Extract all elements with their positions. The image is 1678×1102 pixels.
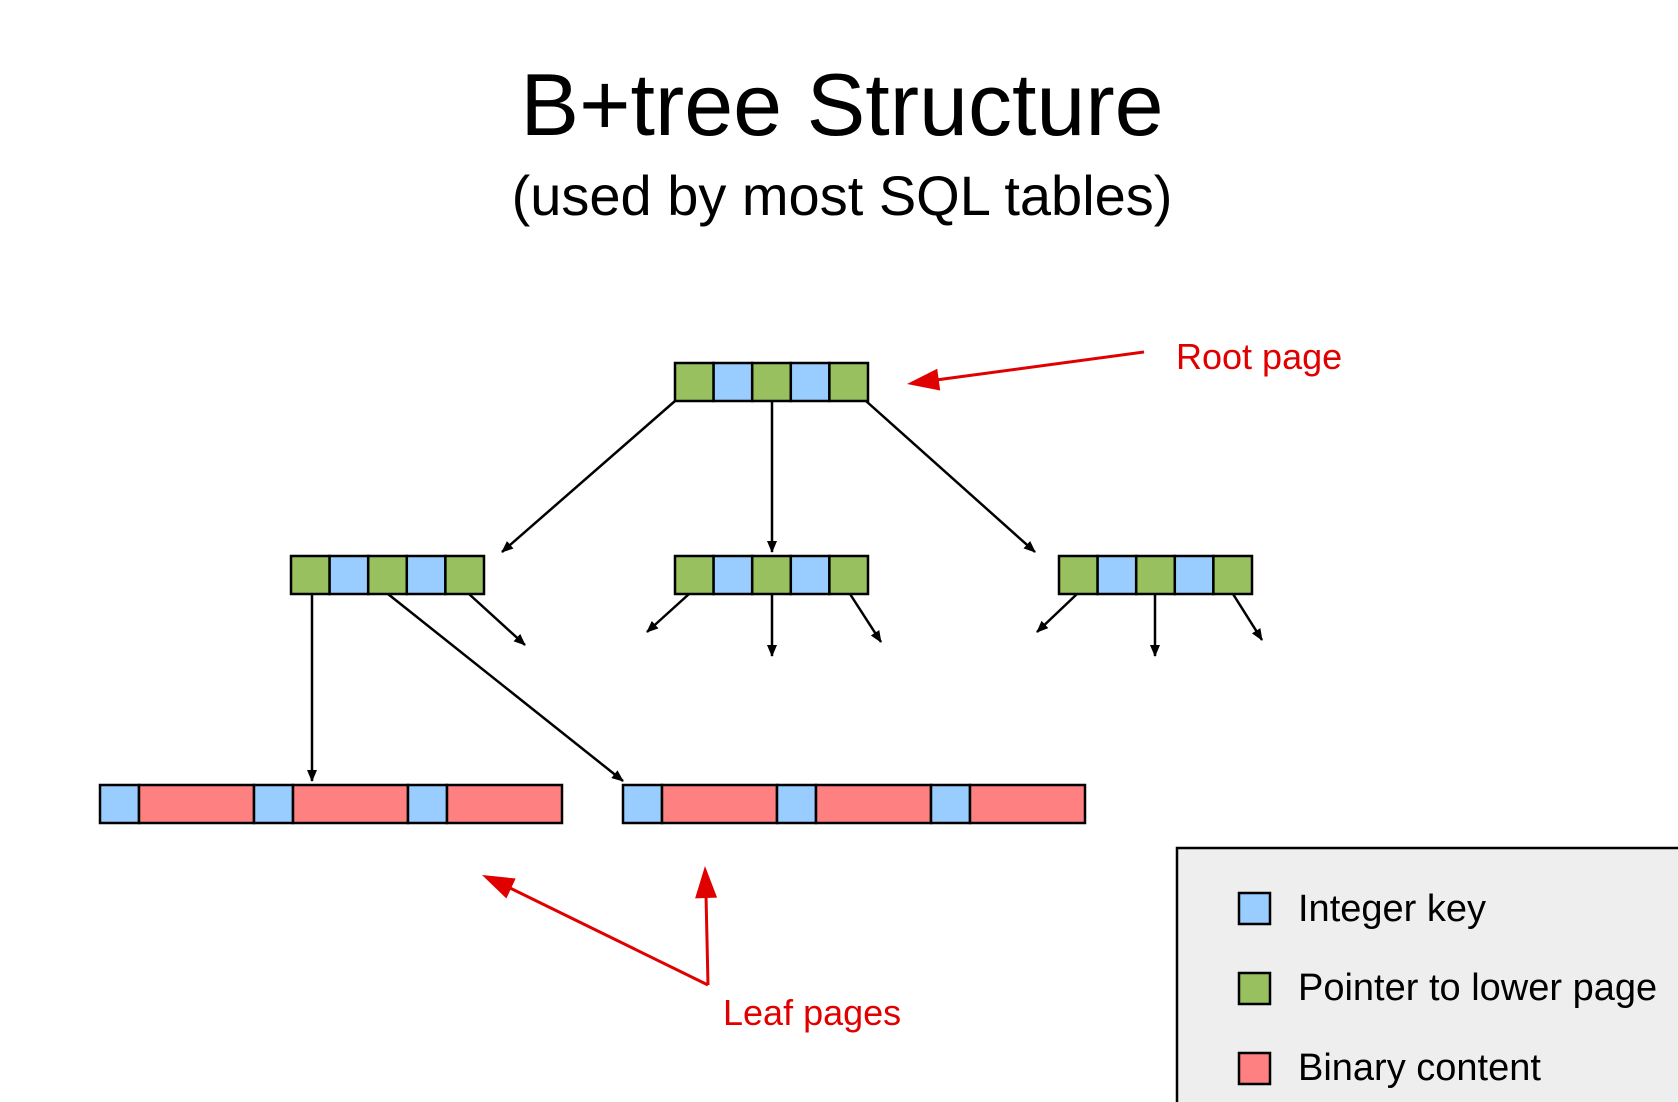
content-cell [660, 783, 779, 825]
tree-edges [307, 400, 1264, 782]
content-cell [291, 783, 410, 825]
key-cell [1096, 554, 1138, 596]
content-cell [814, 783, 933, 825]
pointer-cell [1057, 554, 1099, 596]
tree-edge-arrow [848, 593, 883, 643]
tree-edge-arrow [387, 593, 624, 782]
content-cell [137, 783, 256, 825]
pointer-cell [750, 361, 793, 403]
pointer-cell [289, 554, 331, 596]
legend-swatch-binary-content [1237, 1051, 1272, 1086]
key-cell [712, 361, 754, 403]
tree-nodes [98, 361, 1254, 825]
tree-edge-arrow [1036, 593, 1078, 633]
leaf-arrow-right-line [704, 894, 710, 986]
legend-label-pointer: Pointer to lower page [1298, 967, 1657, 1009]
key-cell [929, 783, 972, 825]
key-cell [712, 554, 754, 596]
tree-edge-arrow [468, 593, 526, 646]
content-cell [445, 783, 564, 825]
interior-page-2 [673, 554, 870, 596]
root-page-label: Root page [1176, 336, 1342, 377]
leaf-arrow-right-head [695, 866, 718, 899]
root-page [673, 361, 870, 403]
legend-label-binary-content: Binary content [1298, 1047, 1541, 1089]
tree-edge-arrow [501, 400, 676, 553]
tree-edge-arrow [646, 593, 690, 633]
key-cell [789, 361, 831, 403]
legend-swatch-pointer [1237, 971, 1272, 1006]
legend-label-integer-key: Integer key [1298, 888, 1486, 930]
legend: Integer key Pointer to lower page Binary… [1175, 846, 1678, 1102]
tree-edge-arrow [1231, 593, 1264, 641]
pointer-cell [444, 554, 486, 596]
leaf-page-2 [621, 783, 1087, 825]
diagram-title: B+tree Structure [520, 55, 1163, 154]
pointer-cell [1212, 554, 1254, 596]
key-cell [775, 783, 818, 825]
pointer-cell [366, 554, 409, 596]
annotation-callouts: Root page Leaf pages [482, 336, 1342, 1033]
pointer-cell [828, 361, 870, 403]
legend-swatch-integer-key [1237, 891, 1272, 926]
key-cell [405, 554, 447, 596]
interior-page-3 [1057, 554, 1254, 596]
key-cell [252, 783, 295, 825]
key-cell [328, 554, 370, 596]
pointer-cell [673, 554, 715, 596]
interior-page-1 [289, 554, 486, 596]
root-page-arrow-head [907, 368, 941, 391]
pointer-cell [673, 361, 715, 403]
root-page-arrow-line [935, 350, 1145, 382]
key-cell [621, 783, 664, 825]
leaf-arrow-left-head [482, 875, 516, 899]
key-cell [98, 783, 141, 825]
pointer-cell [1134, 554, 1177, 596]
key-cell [406, 783, 449, 825]
diagram-subtitle: (used by most SQL tables) [512, 164, 1173, 227]
leaf-arrow-left-line [509, 886, 709, 987]
key-cell [1173, 554, 1215, 596]
pointer-cell [750, 554, 793, 596]
pointer-cell [828, 554, 870, 596]
leaf-pages-label: Leaf pages [723, 992, 901, 1033]
content-cell [968, 783, 1087, 825]
leaf-page-1 [98, 783, 564, 825]
tree-edge-arrow [865, 400, 1036, 553]
key-cell [789, 554, 831, 596]
